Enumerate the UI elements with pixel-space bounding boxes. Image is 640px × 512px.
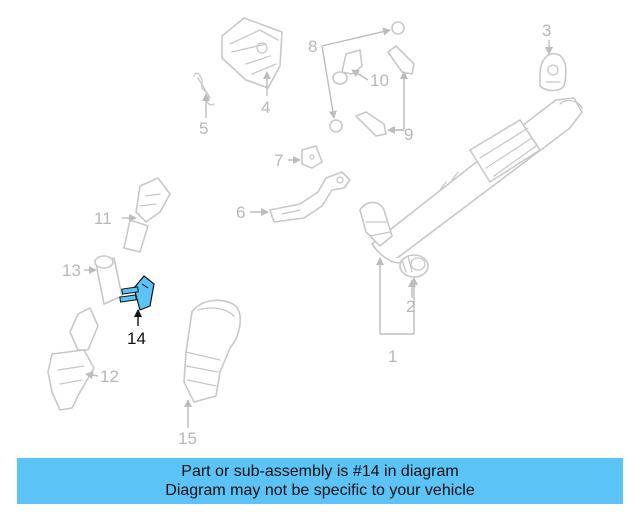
callout-2: 2 [406, 297, 415, 316]
callout-12: 12 [100, 367, 119, 386]
info-line-part-number: Part or sub-assembly is #14 in diagram [181, 463, 459, 480]
callout-3: 3 [542, 21, 551, 40]
callout-10: 10 [370, 71, 389, 90]
part-6-lever[interactable] [269, 171, 351, 223]
callout-13: 13 [62, 261, 81, 280]
part-3-cover[interactable] [539, 52, 567, 92]
info-banner: Part or sub-assembly is #14 in diagram D… [17, 458, 623, 504]
callout-8: 8 [308, 37, 317, 56]
part-11-u-joint[interactable] [123, 177, 171, 253]
part-15-boot[interactable] [183, 299, 242, 403]
callout-6: 6 [236, 203, 245, 222]
callout-11: 11 [94, 209, 112, 228]
part-2-bushing[interactable] [399, 254, 429, 278]
part-13-sleeve[interactable] [94, 255, 123, 305]
part-5-spring[interactable] [193, 72, 215, 106]
callout-15: 15 [178, 429, 197, 448]
callout-9: 9 [404, 125, 413, 144]
callout-7: 7 [274, 151, 283, 170]
callout-labels: 1 2 3 4 5 6 7 8 9 10 11 12 13 14 15 [62, 21, 551, 448]
part-8-nuts[interactable] [329, 21, 405, 133]
callout-14: 14 [127, 329, 146, 348]
callout-5: 5 [199, 119, 208, 138]
part-9-links[interactable] [355, 45, 415, 137]
leader-lines [84, 27, 553, 428]
part-12-u-joint[interactable] [47, 307, 99, 411]
callout-4: 4 [261, 98, 270, 117]
callout-1: 1 [388, 347, 397, 366]
part-1-steering-column[interactable] [359, 97, 583, 264]
info-line-disclaimer: Diagram may not be specific to your vehi… [165, 482, 475, 499]
part-7-bracket[interactable] [301, 145, 323, 169]
part-4-bracket[interactable] [221, 17, 283, 89]
part-14-bolt-highlighted[interactable] [119, 275, 155, 311]
part-10-bolt[interactable] [332, 49, 363, 85]
